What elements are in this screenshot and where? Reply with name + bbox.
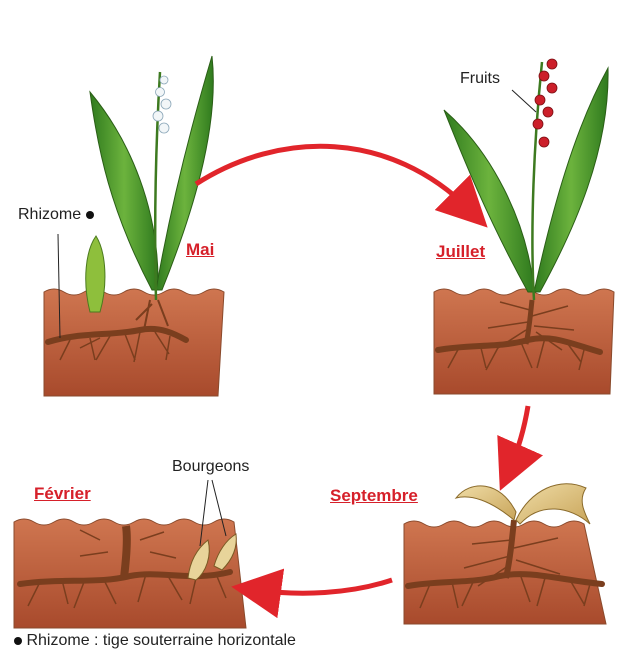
bourgeons-annotation: Bourgeons <box>172 458 249 476</box>
soil-mai <box>44 289 224 396</box>
dried-leaf-left <box>456 486 516 520</box>
rhizome-annotation: Rhizome <box>18 206 94 224</box>
footnote: Rhizome : tige souterraine horizontale <box>14 632 296 650</box>
footnote-dot <box>14 637 22 645</box>
fruits-pointer <box>512 90 536 112</box>
fruits-annotation: Fruits <box>460 70 500 88</box>
arrow-septembre-to-fevrier <box>256 580 392 593</box>
footnote-marker-dot <box>86 211 94 219</box>
bud-shoot-mai <box>86 236 105 312</box>
month-label-fevrier: Février <box>34 484 91 504</box>
arrow-mai-to-juillet <box>196 146 470 210</box>
dried-leaf-right <box>516 484 590 524</box>
stage-septembre <box>404 484 606 624</box>
month-label-septembre: Septembre <box>330 486 418 506</box>
month-label-mai: Mai <box>186 240 214 260</box>
footnote-text: Rhizome : tige souterraine horizontale <box>26 632 295 649</box>
stage-mai <box>44 56 224 396</box>
rhizome-annotation-text: Rhizome <box>18 206 81 223</box>
stage-juillet <box>434 59 614 394</box>
arrow-juillet-to-septembre <box>510 406 528 468</box>
flowers-mai <box>153 76 171 133</box>
month-label-juillet: Juillet <box>436 242 485 262</box>
